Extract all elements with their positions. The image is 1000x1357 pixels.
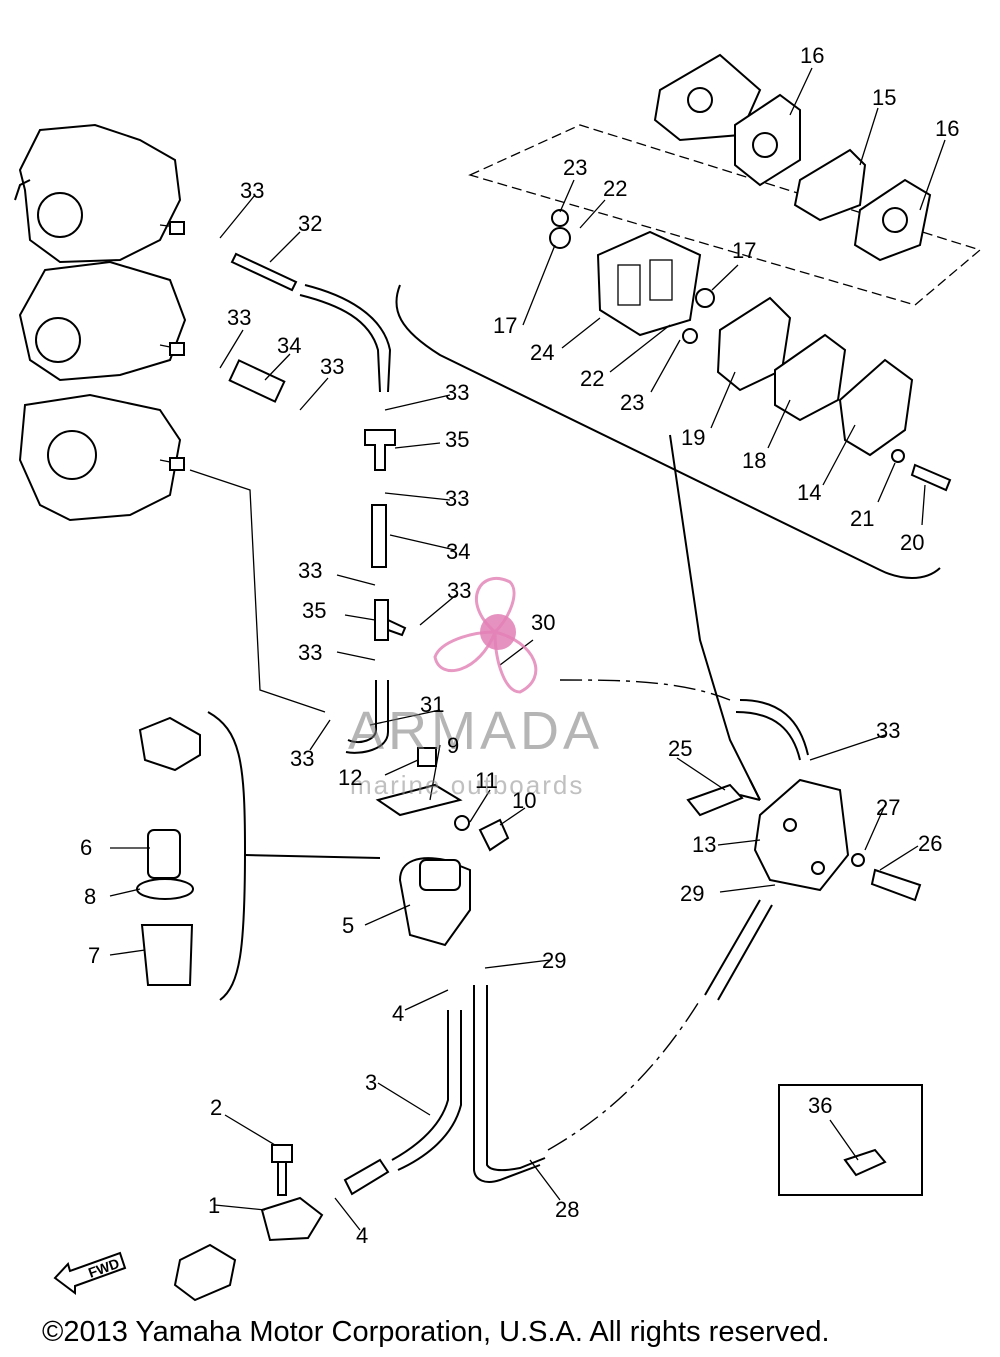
fwd-arrow-icon: FWD xyxy=(53,1251,127,1295)
callout-31: 31 xyxy=(420,692,445,717)
callout-22: 22 xyxy=(603,176,628,201)
watermark-title: ARMADA xyxy=(348,701,604,761)
callout-7: 7 xyxy=(88,943,101,968)
callout-5: 5 xyxy=(342,913,355,938)
callout-33: 33 xyxy=(298,558,323,583)
fuel-hoses-upper xyxy=(189,252,407,754)
filter-section-bracket xyxy=(207,711,247,1001)
callout-18: 18 xyxy=(742,448,767,473)
callout-21: 21 xyxy=(850,506,875,531)
watermark-subtitle: marine outboards xyxy=(350,770,585,800)
callout-24: 24 xyxy=(530,340,555,365)
callout-23: 23 xyxy=(563,155,588,180)
callout-13: 13 xyxy=(692,832,717,857)
callout-35: 35 xyxy=(302,598,327,623)
fuel-hoses-lower xyxy=(343,679,809,1196)
callout-1: 1 xyxy=(208,1193,221,1218)
callout-25: 25 xyxy=(668,736,693,761)
callout-29: 29 xyxy=(542,948,567,973)
callout-23: 23 xyxy=(620,390,645,415)
callout-32: 32 xyxy=(298,211,323,236)
callout-33: 33 xyxy=(320,354,345,379)
callout-28: 28 xyxy=(555,1197,580,1222)
callout-33: 33 xyxy=(445,486,470,511)
callout-27: 27 xyxy=(876,795,901,820)
callout-33: 33 xyxy=(447,578,472,603)
callout-3: 3 xyxy=(365,1070,378,1095)
callout-16: 16 xyxy=(800,43,825,68)
pump-diaphragm-cover xyxy=(716,296,952,492)
callout-19: 19 xyxy=(681,425,706,450)
callout-2: 2 xyxy=(210,1095,223,1120)
callout-22: 22 xyxy=(580,366,605,391)
callout-16: 16 xyxy=(935,116,960,141)
fuel-filter-assembly xyxy=(136,716,510,986)
fwd-label: FWD xyxy=(86,1255,121,1281)
callout-4: 4 xyxy=(392,1001,405,1026)
callout-10: 10 xyxy=(512,788,537,813)
callout-8: 8 xyxy=(84,884,97,909)
leader-lines xyxy=(109,67,946,1231)
callout-4: 4 xyxy=(356,1223,369,1248)
callout-33: 33 xyxy=(240,178,265,203)
callout-20: 20 xyxy=(900,530,925,555)
callout-15: 15 xyxy=(872,85,897,110)
fuel-pump-assembly xyxy=(669,434,922,902)
callout-33: 33 xyxy=(445,380,470,405)
callout-29: 29 xyxy=(680,881,705,906)
callout-11: 11 xyxy=(475,768,498,793)
callout-6: 6 xyxy=(80,835,93,860)
fuel-pump-body xyxy=(549,209,715,344)
armada-watermark-logo xyxy=(433,576,538,694)
pump-section-bracket xyxy=(395,284,941,579)
callout-33: 33 xyxy=(227,305,252,330)
pump-kit-frame xyxy=(468,124,982,306)
callout-9: 9 xyxy=(447,733,460,758)
pump-gaskets xyxy=(653,53,932,262)
callout-14: 14 xyxy=(797,480,822,505)
carburetor-assembly xyxy=(14,123,187,522)
callout-30: 30 xyxy=(531,610,556,635)
callout-12: 12 xyxy=(338,765,363,790)
callout-17: 17 xyxy=(732,238,757,263)
callout-17: 17 xyxy=(493,313,518,338)
callout-35: 35 xyxy=(445,427,470,452)
callout-26: 26 xyxy=(918,831,943,856)
callout-36: 36 xyxy=(808,1093,833,1118)
fuel-connector-assembly xyxy=(173,1144,324,1302)
callout-33: 33 xyxy=(290,746,315,771)
callout-33: 33 xyxy=(298,640,323,665)
part-36-box xyxy=(778,1084,923,1196)
copyright-notice: ©2013 Yamaha Motor Corporation, U.S.A. A… xyxy=(42,1316,830,1348)
callout-34: 34 xyxy=(446,539,471,564)
callout-33: 33 xyxy=(876,718,901,743)
callout-34: 34 xyxy=(277,333,302,358)
